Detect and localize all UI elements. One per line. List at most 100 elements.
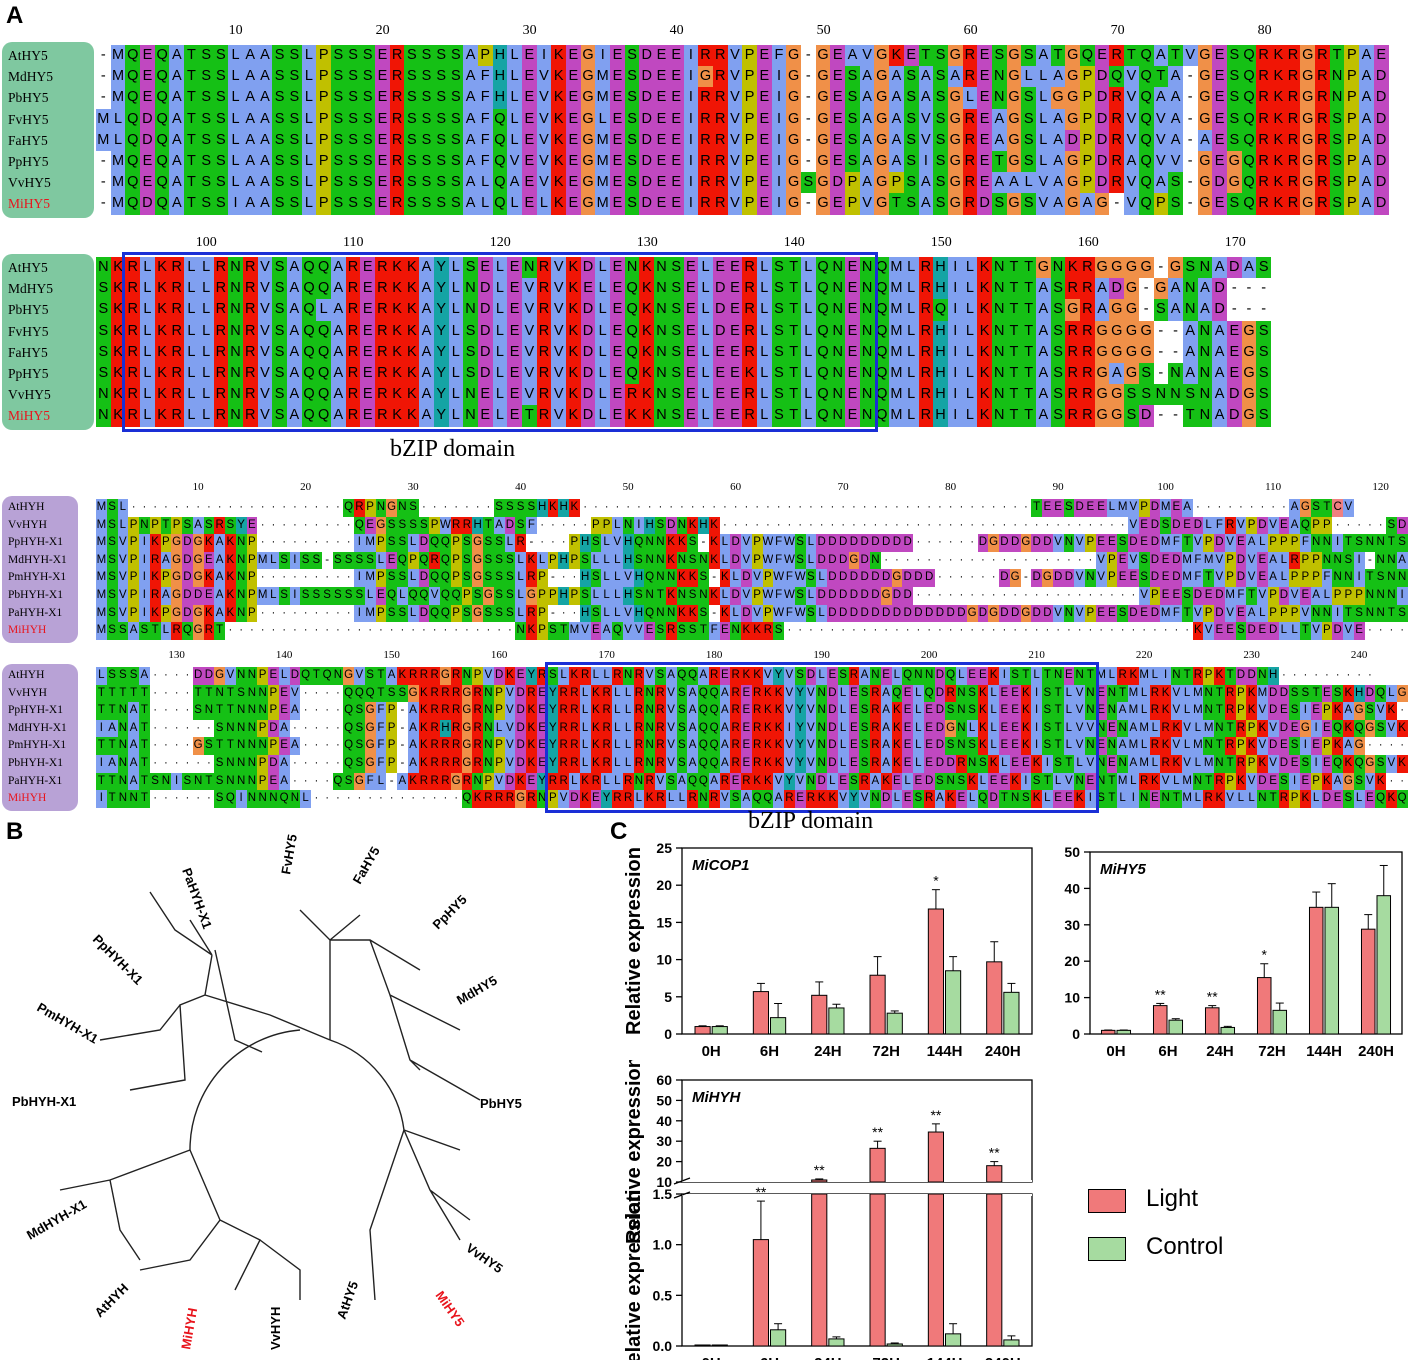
- species-label: PpHY5: [8, 154, 49, 169]
- bar-light: [869, 1193, 886, 1347]
- y-tick-label: 40: [1064, 880, 1080, 896]
- bar-control: [770, 1017, 787, 1035]
- position-tick: 200: [920, 649, 938, 661]
- x-tick-label: 240H: [1358, 1043, 1394, 1060]
- bar-light: [986, 1193, 1003, 1347]
- x-tick-label: 6H: [760, 1355, 779, 1360]
- bar-light: [1308, 906, 1324, 1035]
- bar-control: [1272, 1009, 1288, 1035]
- y-tick-label: 50: [1064, 844, 1080, 860]
- species-label: FaHY5: [8, 132, 48, 148]
- significance-mark: **: [755, 1184, 766, 1200]
- tree-leaf-label: AtHYH: [92, 1280, 132, 1320]
- axis-break-mark: [673, 1177, 691, 1199]
- bar-control: [886, 1012, 903, 1035]
- bar-light: [986, 961, 1003, 1035]
- bar-control: [1116, 1029, 1132, 1035]
- y-tick-label: 50: [656, 1092, 672, 1108]
- x-tick-label: 144H: [927, 1355, 963, 1360]
- position-tick: 210: [1028, 649, 1045, 661]
- tree-leaf-label: PpHYH-X1: [90, 932, 146, 988]
- species-label: PbHY5: [8, 302, 49, 318]
- species-label: AtHY5: [8, 48, 48, 63]
- x-tick-label: 6H: [1158, 1043, 1177, 1060]
- species-label: VvHY5: [8, 175, 51, 191]
- bar-control: [1003, 991, 1020, 1035]
- bar-light: [1204, 1007, 1220, 1035]
- species-label: MdHYH-X1: [8, 721, 67, 734]
- x-tick-label: 24H: [1206, 1043, 1234, 1060]
- legend-control-label: Control: [1146, 1233, 1224, 1260]
- tree-leaf-label: MiHY5: [433, 1288, 468, 1329]
- x-tick-label: 72H: [872, 1355, 900, 1360]
- plot-frame-lower: [681, 1193, 1033, 1347]
- tree-leaf-label: PmHYH-X1: [35, 1000, 101, 1047]
- bar-light: [752, 1239, 769, 1347]
- bar-light: [811, 1193, 828, 1347]
- x-tick-label: 24H: [814, 1043, 842, 1060]
- position-tick: 150: [930, 235, 952, 250]
- tree-leaf-label: PbHY5: [480, 1096, 522, 1111]
- bzip-domain-label-hy5: bZIP domain: [390, 436, 516, 462]
- significance-mark: **: [814, 1162, 825, 1178]
- bar-control: [770, 1329, 787, 1347]
- x-tick-label: 144H: [1306, 1043, 1342, 1060]
- legend-control-swatch: [1088, 1237, 1126, 1261]
- position-tick: 40: [669, 23, 684, 38]
- bzip-domain-box: [122, 252, 879, 432]
- tree-leaf-label: PpHY5: [430, 892, 470, 932]
- species-label: PbHYH-X1: [8, 589, 63, 601]
- significance-mark: **: [930, 1107, 941, 1123]
- tree-leaf-label: FaHY5: [350, 844, 383, 887]
- chart-title: MiHYH: [692, 1089, 742, 1106]
- legend-light-swatch: [1088, 1189, 1126, 1213]
- x-tick-label: 240H: [985, 1355, 1021, 1360]
- species-label: PpHYH-X1: [8, 704, 63, 717]
- significance-mark: **: [989, 1145, 1000, 1161]
- panel-label-b: B: [6, 818, 24, 845]
- x-tick-label: 72H: [1258, 1043, 1286, 1060]
- species-label: PaHYH-X1: [8, 774, 63, 787]
- x-tick-label: 0H: [702, 1043, 721, 1060]
- position-tick: 70: [837, 481, 849, 493]
- position-tick: 90: [1052, 481, 1064, 493]
- bar-control: [711, 1344, 728, 1347]
- panel-label-a: A: [6, 2, 24, 29]
- y-tick-label: 0: [664, 1026, 672, 1042]
- bar-light-upper: [869, 1147, 886, 1183]
- position-tick: 160: [1077, 235, 1099, 250]
- bzip-domain-box: [544, 662, 1099, 813]
- species-label: MdHYH-X1: [8, 553, 67, 566]
- species-label: PpHYH-X1: [8, 536, 63, 549]
- x-tick-label: 0H: [1106, 1043, 1125, 1060]
- position-tick: 130: [636, 235, 658, 250]
- x-tick-label: 0H: [702, 1355, 721, 1360]
- y-tick-label: 1.0: [653, 1237, 673, 1253]
- bar-control: [1376, 895, 1392, 1035]
- bar-light: [694, 1344, 711, 1347]
- bar-light: [694, 1026, 711, 1035]
- tree-leaf-label: VvHYH: [268, 1307, 283, 1350]
- position-tick: 170: [1224, 235, 1246, 250]
- significance-mark: *: [933, 873, 939, 889]
- position-tick: 110: [1265, 481, 1282, 493]
- bar-control: [828, 1338, 845, 1347]
- position-tick: 60: [963, 23, 978, 38]
- y-tick-label: 20: [1064, 953, 1080, 969]
- bar-control: [711, 1026, 728, 1035]
